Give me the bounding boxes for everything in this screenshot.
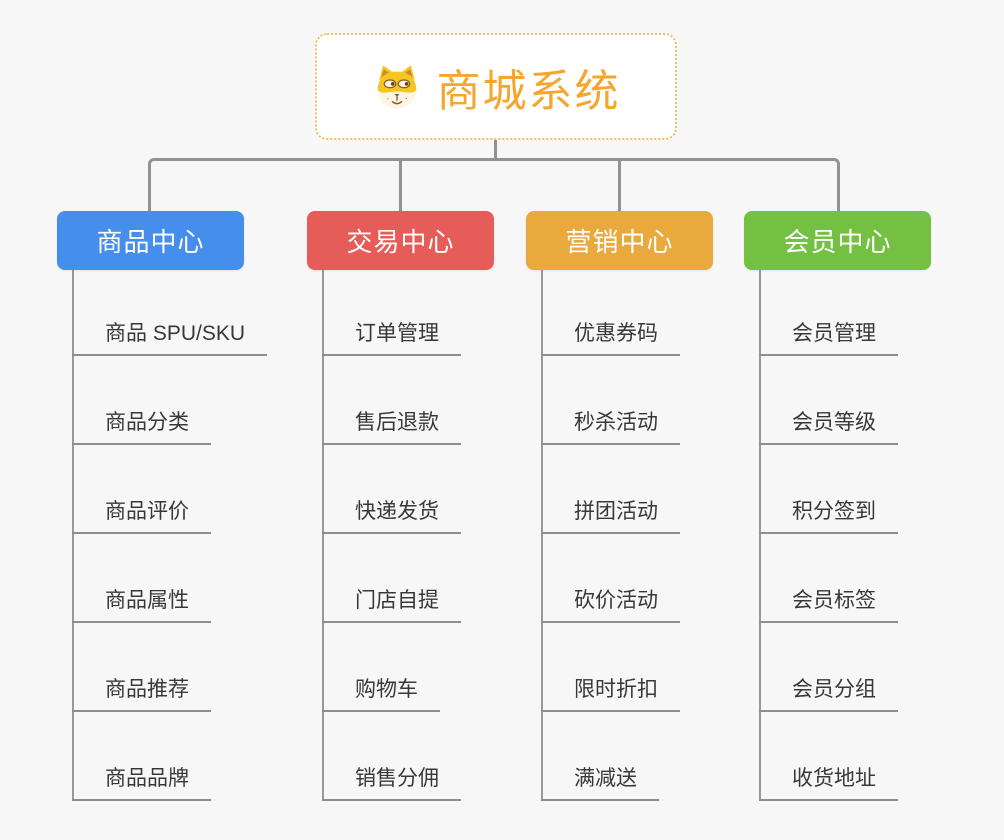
leaf-node[interactable]: 订单管理 [322, 314, 461, 356]
leaf-node[interactable]: 门店自提 [322, 581, 461, 623]
connector-drop-marketing [618, 158, 621, 211]
leaf-node[interactable]: 会员标签 [759, 581, 898, 623]
leaf-node[interactable]: 商品 SPU/SKU [72, 314, 268, 356]
leaf-node[interactable]: 秒杀活动 [541, 403, 680, 445]
trunk-line-product [72, 270, 74, 801]
branch-node-marketing[interactable]: 营销中心 [526, 211, 713, 270]
root-node[interactable]: 商城系统 [315, 33, 677, 140]
branch-node-member[interactable]: 会员中心 [744, 211, 931, 270]
branch-node-trade[interactable]: 交易中心 [307, 211, 494, 270]
leaf-node[interactable]: 限时折扣 [541, 670, 680, 712]
leaf-node[interactable]: 优惠券码 [541, 314, 680, 356]
connector-corner-left [148, 158, 401, 211]
branch-label: 商品中心 [96, 227, 205, 257]
trunk-line-trade [322, 270, 324, 801]
trunk-line-marketing [541, 270, 543, 801]
leaf-node[interactable]: 会员等级 [759, 403, 898, 445]
root-title: 商城系统 [436, 66, 621, 116]
leaf-node[interactable]: 收货地址 [759, 759, 898, 801]
trunk-line-member [759, 270, 761, 801]
branch-label: 交易中心 [346, 227, 455, 257]
branch-label: 营销中心 [565, 227, 674, 257]
leaf-node[interactable]: 购物车 [322, 670, 440, 712]
leaf-node[interactable]: 售后退款 [322, 403, 461, 445]
connector-drop-trade [399, 158, 402, 211]
leaf-node[interactable]: 会员分组 [759, 670, 898, 712]
leaf-node[interactable]: 砍价活动 [541, 581, 680, 623]
connector-corner-right [619, 158, 840, 211]
branch-node-product[interactable]: 商品中心 [57, 211, 244, 270]
leaf-node[interactable]: 拼团活动 [541, 492, 680, 534]
leaf-node[interactable]: 会员管理 [759, 314, 898, 356]
leaf-node[interactable]: 商品推荐 [72, 670, 211, 712]
leaf-node[interactable]: 积分签到 [759, 492, 898, 534]
dog-face-icon [377, 64, 416, 109]
leaf-node[interactable]: 快递发货 [322, 492, 461, 534]
leaf-node[interactable]: 商品品牌 [72, 759, 211, 801]
leaf-node[interactable]: 商品评价 [72, 492, 211, 534]
connector-root-stub [494, 140, 497, 161]
leaf-node[interactable]: 销售分佣 [322, 759, 461, 801]
leaf-node[interactable]: 商品分类 [72, 403, 211, 445]
leaf-node[interactable]: 商品属性 [72, 581, 211, 623]
leaf-node[interactable]: 满减送 [541, 759, 659, 801]
branch-label: 会员中心 [783, 227, 892, 257]
connector-horizontal-middle [400, 158, 620, 161]
